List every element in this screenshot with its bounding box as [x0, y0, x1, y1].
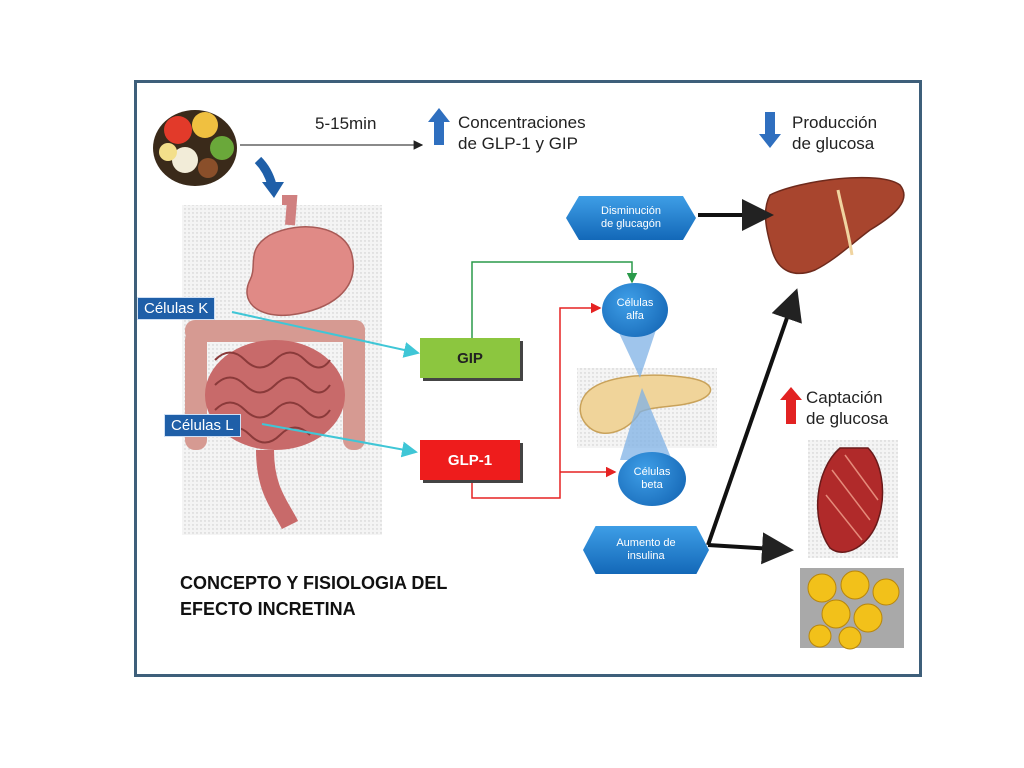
gip-box: GIP	[420, 338, 520, 378]
muscle-illustration	[808, 440, 898, 558]
uptake-label: Captación de glucosa	[806, 388, 889, 428]
gip-to-alpha-line	[471, 261, 638, 340]
insulin-to-liver-arrow	[706, 288, 802, 546]
increase-up-arrow-icon	[428, 108, 450, 145]
l-to-glp1-line	[261, 423, 418, 458]
diagram-title: CONCEPTO Y FISIOLOGIA DEL EFECTO INCRETI…	[180, 573, 448, 619]
timing-label: 5-15min	[315, 114, 377, 133]
glp1-to-alpha-line	[471, 302, 602, 499]
concentrations-label: Concentraciones de GLP-1 y GIP	[458, 113, 586, 153]
food-to-stomach-arrow	[254, 156, 277, 187]
production-label: Producción de glucosa	[792, 113, 878, 153]
beta-cone	[620, 388, 672, 460]
decrease-down-arrow-icon	[759, 112, 781, 148]
digestive-system-illustration	[182, 195, 382, 535]
insulin-to-muscle-arrow	[707, 532, 794, 565]
increase-red-arrow-icon	[780, 387, 802, 424]
glp1-box: GLP-1	[420, 440, 520, 480]
food-plate-icon	[153, 110, 237, 186]
fat-cells-illustration	[800, 568, 904, 650]
l-cells-label: Células L	[164, 414, 241, 437]
k-cells-label: Células K	[137, 297, 216, 320]
liver-illustration	[764, 176, 905, 275]
k-to-gip-line	[231, 311, 420, 358]
